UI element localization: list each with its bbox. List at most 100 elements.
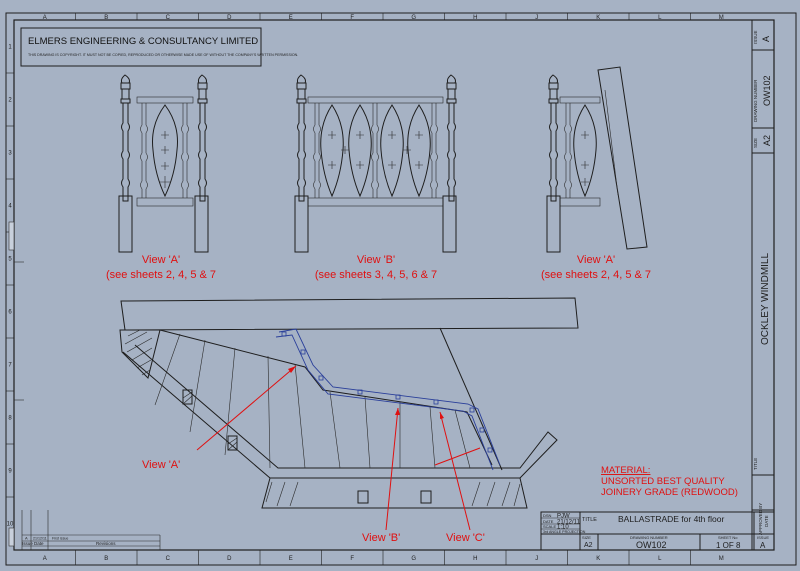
- dsn-label: DSN: [543, 513, 552, 518]
- baluster-mark: [469, 407, 475, 413]
- company-box: ELMERS ENGINEERING & CONSULTANCY LIMITED…: [20, 27, 298, 67]
- view-b-title: View 'B': [357, 254, 395, 266]
- view-a-right-title: View 'A': [577, 254, 615, 266]
- copyright-notice: THIS DRAWING IS COPYRIGHT. IT MUST NOT B…: [28, 53, 298, 57]
- grid-column-label: H: [473, 15, 477, 21]
- drawing-title: BALLASTRADE for 4th floor: [618, 514, 724, 524]
- grid-column-label: L: [658, 556, 662, 562]
- grid-row-label: 6: [8, 310, 12, 316]
- date-label: DATE: [543, 519, 554, 524]
- grid-column-label: F: [350, 556, 354, 562]
- revisions-header-date: Date: [34, 541, 44, 546]
- view-a-left-title: View 'A': [142, 254, 180, 266]
- company-name: ELMERS ENGINEERING & CONSULTANCY LIMITED: [28, 36, 258, 47]
- callout-view-c: View 'C': [446, 532, 485, 544]
- revisions-header-issue: Issue: [22, 541, 33, 546]
- revision-row-text: First issue: [52, 537, 68, 541]
- size-value: A2: [584, 542, 593, 549]
- approved-by-label: APPROVED BY: [758, 503, 763, 535]
- grid-column-label: C: [166, 15, 171, 21]
- grid-row-label: 4: [8, 204, 12, 210]
- baluster-mark: [281, 331, 287, 337]
- grid-column-label: J: [535, 556, 538, 562]
- revisions-header-text: Revisions: [96, 541, 116, 546]
- title-label: TITLE: [582, 517, 597, 523]
- drawing-number-value: OW102: [636, 540, 667, 550]
- drawing-number-label: DRAWING NUMBER: [630, 535, 668, 540]
- grid-row-label: 3: [8, 151, 12, 157]
- side-issue-value: A: [761, 36, 771, 42]
- side-size-label: SIZE: [753, 138, 758, 148]
- grid-row-label: 7: [8, 363, 12, 369]
- grid-row-label: 1: [8, 45, 12, 51]
- grid-row-label: 9: [8, 469, 12, 475]
- title-block: DSN PJW DATE 21/12/11 SCALE 1:10 3rd ANG…: [540, 511, 775, 551]
- grid-column-label: G: [411, 556, 416, 562]
- grid-column-label: D: [227, 556, 232, 562]
- grid-row-label: 5: [8, 257, 12, 263]
- side-drawing-number-label: DRAWING NUMBER: [753, 79, 758, 122]
- revision-row-date: 21/12/11: [33, 537, 47, 541]
- issue-value: A: [760, 541, 766, 550]
- view-labels: View 'A' (see sheets 2, 4, 5 & 7 View 'B…: [106, 254, 651, 281]
- grid-column-label: K: [596, 556, 600, 562]
- side-issue-label: ISSUE: [753, 30, 758, 44]
- callout-view-a: View 'A': [142, 459, 180, 471]
- grid-column-label: H: [473, 556, 477, 562]
- left-edge-tabs: [8, 221, 24, 547]
- revision-row-issue: A: [25, 536, 28, 541]
- grid-row-label: 8: [8, 416, 12, 422]
- grid-column-label: E: [289, 556, 293, 562]
- view-a-right-drawing: [546, 66, 648, 253]
- grid-column-label: J: [535, 15, 538, 21]
- revisions-block: A 21/12/11 First issue Issue Date Revisi…: [21, 510, 161, 550]
- baluster-mark: [395, 394, 401, 400]
- grid-column-label: C: [166, 556, 171, 562]
- side-size-value: A2: [762, 135, 772, 146]
- baluster-mark: [318, 375, 324, 381]
- baluster-mark: [433, 399, 439, 405]
- scale-value: 1:10: [557, 525, 569, 531]
- grid-row-label: 2: [8, 98, 12, 104]
- side-title-label: TITLE: [753, 458, 758, 470]
- material-heading: MATERIAL:: [601, 465, 650, 476]
- callout-view-b: View 'B': [362, 532, 400, 544]
- grid-column-label: L: [658, 15, 662, 21]
- side-drawing-number-value: OW102: [762, 75, 772, 106]
- grid-column-label: G: [411, 15, 416, 21]
- grid-column-label: K: [596, 15, 600, 21]
- date-value: 21/12/11: [557, 520, 581, 526]
- grid-column-label: A: [43, 556, 47, 562]
- projection-label: 3rd ANGLE PROJECTION: [543, 530, 586, 534]
- sheet-label: SHEET No: [718, 535, 738, 540]
- dsn-value: PJW: [557, 514, 570, 520]
- view-a-left-drawing: [118, 74, 209, 253]
- view-a-right-refs: (see sheets 2, 4, 5 & 7: [541, 269, 651, 281]
- baluster-mark: [487, 447, 493, 453]
- view-a-left-refs: (see sheets 2, 4, 5 & 7: [106, 269, 216, 281]
- project-name: OCKLEY WINDMILL: [760, 253, 771, 345]
- callout-arrows: [196, 365, 481, 531]
- outer-border: [5, 12, 797, 566]
- baluster-mark: [357, 389, 363, 395]
- size-label: SIZE: [582, 535, 591, 540]
- material-line-2: JOINERY GRADE (REDWOOD): [601, 487, 738, 498]
- grid-column-label: A: [43, 15, 47, 21]
- view-b-refs: (see sheets 3, 4, 5, 6 & 7: [315, 269, 437, 281]
- view-b-centre-drawing: [294, 74, 457, 253]
- sheet-value: 1 OF 8: [716, 541, 741, 550]
- grid-column-label: M: [719, 556, 724, 562]
- scale-label: SCALE: [543, 524, 556, 529]
- issue-label: ISSUE: [757, 535, 769, 540]
- grid-column-label: E: [289, 15, 293, 21]
- baluster-mark: [300, 349, 306, 355]
- material-line-1: UNSORTED BEST QUALITY: [601, 476, 725, 487]
- baluster-mark: [479, 427, 485, 433]
- approved-date-label: DATE: [764, 515, 769, 527]
- grid-column-label: B: [104, 15, 108, 21]
- grid-column-label: D: [227, 15, 232, 21]
